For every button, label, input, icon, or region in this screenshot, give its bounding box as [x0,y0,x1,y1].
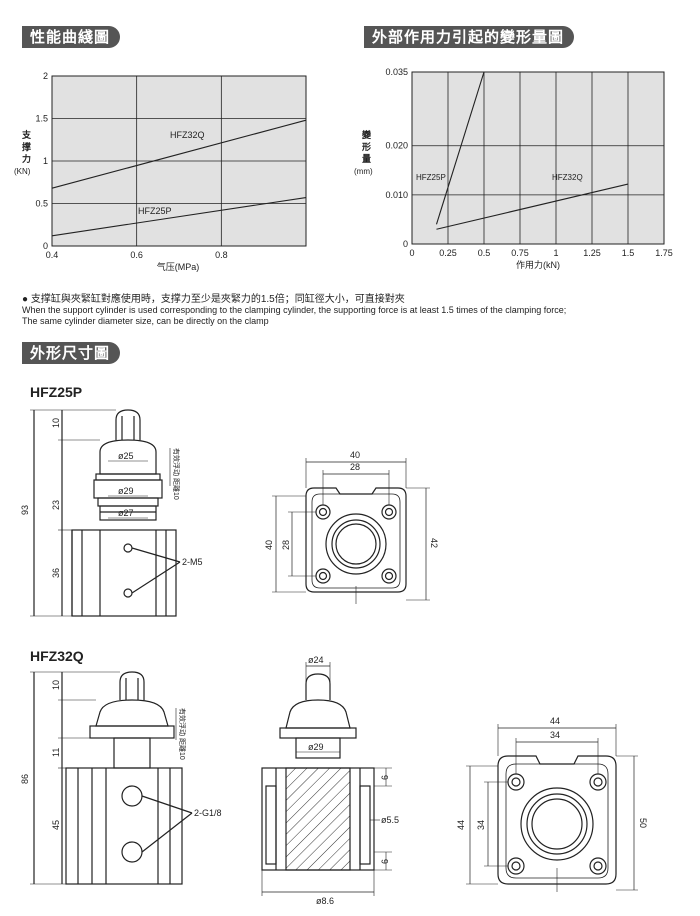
chart2-series-label-1: HFZ32Q [552,173,583,182]
dim-d27: ø27 [118,508,134,518]
chart2-ytick-1: 0.010 [385,190,408,200]
model-label-hfz32q: HFZ32Q [30,648,84,664]
dim-d24: ø24 [308,655,324,665]
dim-h44: 44 [456,820,466,830]
chart1-ytick-3: 1.5 [35,114,48,124]
dim-d29: ø29 [308,742,324,752]
chart2-ylabel-2: 形 [362,141,371,152]
dim-h50: 50 [638,818,648,828]
section-title-deformation: 外部作用力引起的變形量圖 [364,26,575,48]
stroke-label: 有效浮动 距離10 [172,448,181,500]
hfz25p-side-view [30,409,181,617]
chart1-ytick-2: 1 [43,156,48,166]
chart1-xtick-0: 0.4 [46,250,59,260]
chart2-xtick-4: 1 [553,248,558,258]
dim-86: 86 [20,774,30,784]
model-label-hfz25p: HFZ25P [30,384,83,400]
chart2-series-0 [435,71,485,225]
chart1-ytick-1: 0.5 [35,199,48,209]
dim-d29: ø29 [118,486,134,496]
dim-d25: ø25 [118,451,134,461]
dim-23: 23 [51,500,61,510]
note-en-line1: When the support cylinder is used corres… [22,305,567,315]
chart1-ytick-0: 0 [43,241,48,251]
chart1-ylabel-1: 支 [21,129,32,140]
hfz25p-front-view [272,458,430,604]
note-en-line2: The same cylinder diameter size, can be … [22,316,269,326]
chart1-ylabel-2: 撑 [22,141,31,152]
dim-d5-5: ø5.5 [381,815,399,825]
chart2-xtick-1: 0.25 [439,248,457,258]
chart2-ytick-3: 0.035 [385,67,408,77]
hfz32q-side-labels: 86 10 11 45 2-G1/8 有效浮动 距離10 [20,680,222,830]
chart2-xtick-5: 1.25 [583,248,601,258]
usage-note: ● 支撑缸與夾緊缸對應使用時，支撑力至少是夾緊力的1.5倍；同缸徑大小，可直接對… [22,294,692,327]
chart1-xlabel: 气压(MPa) [157,261,200,272]
dim-6-bottom: 6 [380,859,390,864]
dim-45: 45 [51,820,61,830]
chart2-yunit: (mm) [354,167,373,176]
chart1-series-1 [51,197,307,237]
chart2-series-1 [436,183,629,230]
dim-93: 93 [20,505,30,515]
chart1-series-label-0: HFZ32Q [170,130,205,140]
hfz32q-front-labels: 44 34 44 34 50 [456,716,648,830]
dim-w44: 44 [550,716,560,726]
hfz32q-side-view [30,671,193,885]
chart2-xtick-6: 1.5 [622,248,635,258]
chart1-series-label-1: HFZ25P [138,206,172,216]
dim-d8-6: ø8.6 [316,896,334,906]
chart1-ytick-4: 2 [43,71,48,81]
chart2-plot-area [411,71,665,245]
hfz32q-section-view [261,662,392,896]
dim-w34: 34 [550,730,560,740]
chart2-xtick-0: 0 [409,248,414,258]
dim-h34: 34 [476,820,486,830]
dim-w28: 28 [350,462,360,472]
chart1-series-0 [51,119,307,189]
chart2-ylabel-1: 變 [361,129,372,140]
hfz32q-section-labels: ø24 ø29 ø5.5 ø8.6 6 6 [308,655,399,906]
chart1-yunit: (KN) [14,167,31,176]
chart2-xtick-3: 0.75 [511,248,529,258]
dim-11: 11 [51,748,61,757]
dim-10: 10 [51,418,61,428]
section-title-dimensions: 外形尺寸圖 [22,342,121,364]
chart2-ytick-0: 0 [403,239,408,249]
charts-canvas: 0 0.5 1 1.5 2 0.4 0.6 0.8 0 0.010 0.020 0.035 0 0.25 0… [14,67,673,272]
dim-h28: 28 [281,540,291,550]
dim-h40: 40 [264,540,274,550]
chart2-xtick-2: 0.5 [478,248,491,258]
port-label: 2-G1/8 [194,808,222,818]
hfz25p-front-labels: 40 28 40 28 42 [264,450,439,550]
chart2-xlabel: 作用力(kN) [516,259,560,270]
chart1-xtick-1: 0.6 [130,250,143,260]
chart1-ylabel-3: 力 [22,153,31,164]
dim-6-top: 6 [380,775,390,780]
hfz25p-side-labels: 93 10 23 36 ø25 ø29 ø27 2-M5 有效浮动 距離10 [20,418,203,578]
dim-w40: 40 [350,450,360,460]
chart1-xtick-2: 0.8 [215,250,228,260]
chart2-ylabel-3: 量 [362,153,371,164]
stroke-label: 有效浮动 距離10 [178,708,187,760]
hfz32q-front-view [466,724,638,892]
port-label: 2-M5 [182,557,203,567]
dim-36: 36 [51,568,61,578]
chart2-xtick-7: 1.75 [655,248,673,258]
chart2-ytick-2: 0.020 [385,141,408,151]
section-title-performance: 性能曲綫圖 [22,26,121,48]
chart2-series-label-0: HFZ25P [416,173,446,182]
note-zh: ● 支撑缸與夾緊缸對應使用時，支撑力至少是夾緊力的1.5倍；同缸徑大小，可直接對… [22,294,405,305]
dim-h42: 42 [429,538,439,548]
dim-10: 10 [51,680,61,690]
